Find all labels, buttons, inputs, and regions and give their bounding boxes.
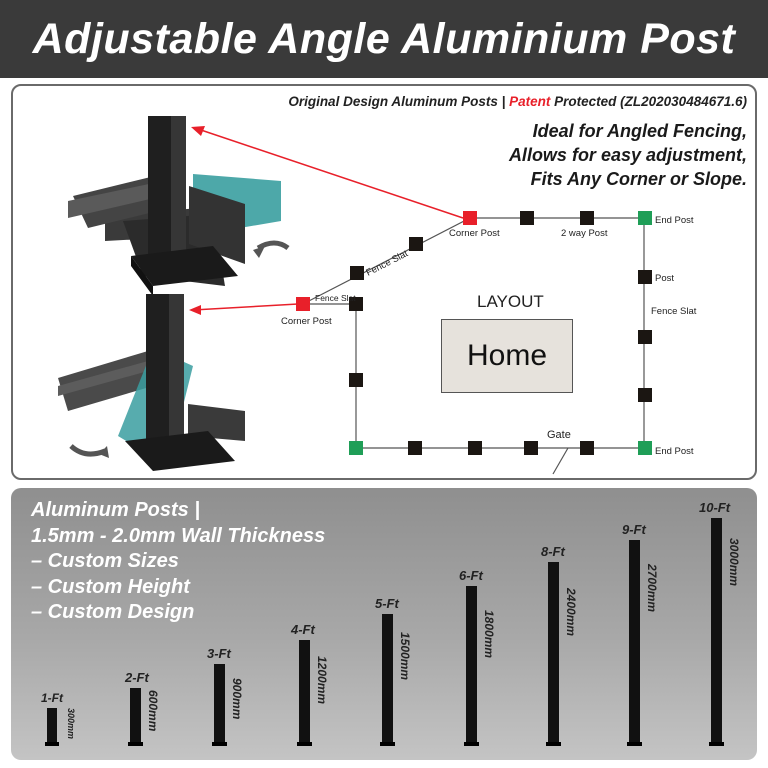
post-mm-label: 900mm [230,678,244,720]
feature-item: Fits Any Corner or Slope. [530,169,747,189]
post-ft-label: 8-Ft [541,544,566,559]
post-marker [638,388,652,402]
post-ft-label: 3-Ft [207,646,232,661]
label-end-post-1: End Post [655,215,694,226]
corner-post-render-upper [68,116,290,296]
post-2ft: 2-Ft 600mm [124,670,160,746]
corner-post-marker [296,297,310,311]
page-title: Adjustable Angle Aluminium Post [32,14,736,63]
post-5ft: 5-Ft 1500mm [375,596,412,746]
patent-prefix: Original Design Aluminum Posts | [288,94,510,109]
post-9ft: 9-Ft 2700mm [622,522,659,746]
post-marker [520,211,534,225]
post-mm-label: 2400mm [564,587,578,636]
arrow-line-lower [192,303,299,311]
post-marker [580,441,594,455]
posts-description: Aluminum Posts | 1.5mm - 2.0mm Wall Thic… [31,498,325,626]
patent-suffix: Protected (ZL202030484671.6) [550,94,747,109]
post-ft-label: 10-Ft [699,500,731,515]
post-mm-label: 600mm [146,690,160,732]
post-marker [524,441,538,455]
post-marker [638,330,652,344]
post-marker [350,266,364,280]
post-sizes-graphic: 1-Ft 300mm 2-Ft 600mm 3-Ft 900mm 4-Ft 12… [41,500,741,746]
post-6ft: 6-Ft 1800mm [459,568,496,746]
post-marker [638,270,652,284]
label-end-post-2: End Post [655,446,694,457]
post-mm-label: 1500mm [398,632,412,680]
post-4ft: 4-Ft 1200mm [290,622,329,746]
post-marker [409,237,423,251]
layout-panel: Corner Post Corner Post 2 way Post End P… [11,84,757,480]
post-marker [349,373,363,387]
feature-item: Allows for easy adjustment, [508,145,747,165]
posts-line: 1.5mm - 2.0mm Wall Thickness [31,524,326,547]
label-fence-slat-2: Fence Slat [315,293,356,303]
feature-item: Ideal for Angled Fencing, [532,121,747,141]
arrow-head-lower [189,305,201,315]
post-ft-label: 2-Ft [124,670,150,685]
end-post-marker [638,211,652,225]
posts-panel: Aluminum Posts | 1.5mm - 2.0mm Wall Thic… [11,488,757,760]
end-post-marker [349,441,363,455]
corner-post-render-lower [58,294,245,471]
label-fence-slat-3: Fence Slat [364,248,410,279]
patent-highlight: Patent [509,94,551,109]
post-marker [408,441,422,455]
post-ft-label: 1-Ft [41,691,64,705]
post-marker [580,211,594,225]
post-mm-label: 3000mm [727,538,741,586]
post-3ft: 3-Ft 900mm [207,646,244,746]
label-fence-slat-1: Fence Slat [651,306,697,317]
post-marker [468,441,482,455]
arrow-head-upper [191,126,205,136]
posts-line: – Custom Sizes [31,550,179,572]
post-mm-label: 1800mm [482,610,496,658]
gate-line [552,447,569,475]
label-two-way-post: 2 way Post [561,228,608,239]
post-mm-label: 2700mm [645,563,659,612]
layout-diagram: Corner Post Corner Post 2 way Post End P… [58,116,697,475]
header-bar: Adjustable Angle Aluminium Post [0,0,768,78]
home-box: Home [441,319,573,393]
label-corner-post-2: Corner Post [281,316,332,327]
label-gate: Gate [547,429,571,441]
post-1ft: 1-Ft 300mm [41,691,76,746]
post-ft-label: 9-Ft [622,522,647,537]
post-ft-label: 5-Ft [375,596,400,611]
arrow-line-upper [194,127,464,219]
feature-list: Ideal for Angled Fencing, Allows for eas… [509,119,747,191]
post-10ft: 10-Ft 3000mm [699,500,741,746]
layout-title: LAYOUT [477,292,544,311]
posts-line: Aluminum Posts | [31,499,200,521]
posts-line: – Custom Design [31,601,195,623]
label-corner-post-1: Corner Post [449,228,500,239]
post-mm-label: 300mm [66,708,76,739]
post-ft-label: 4-Ft [290,622,316,637]
label-post: Post [655,273,674,284]
corner-post-marker [463,211,477,225]
patent-line: Original Design Aluminum Posts | Patent … [288,94,747,109]
posts-line: – Custom Height [31,575,190,598]
post-mm-label: 1200mm [315,656,329,704]
post-8ft: 8-Ft 2400mm [541,544,578,746]
end-post-marker [638,441,652,455]
post-marker [349,297,363,311]
post-ft-label: 6-Ft [459,568,484,583]
